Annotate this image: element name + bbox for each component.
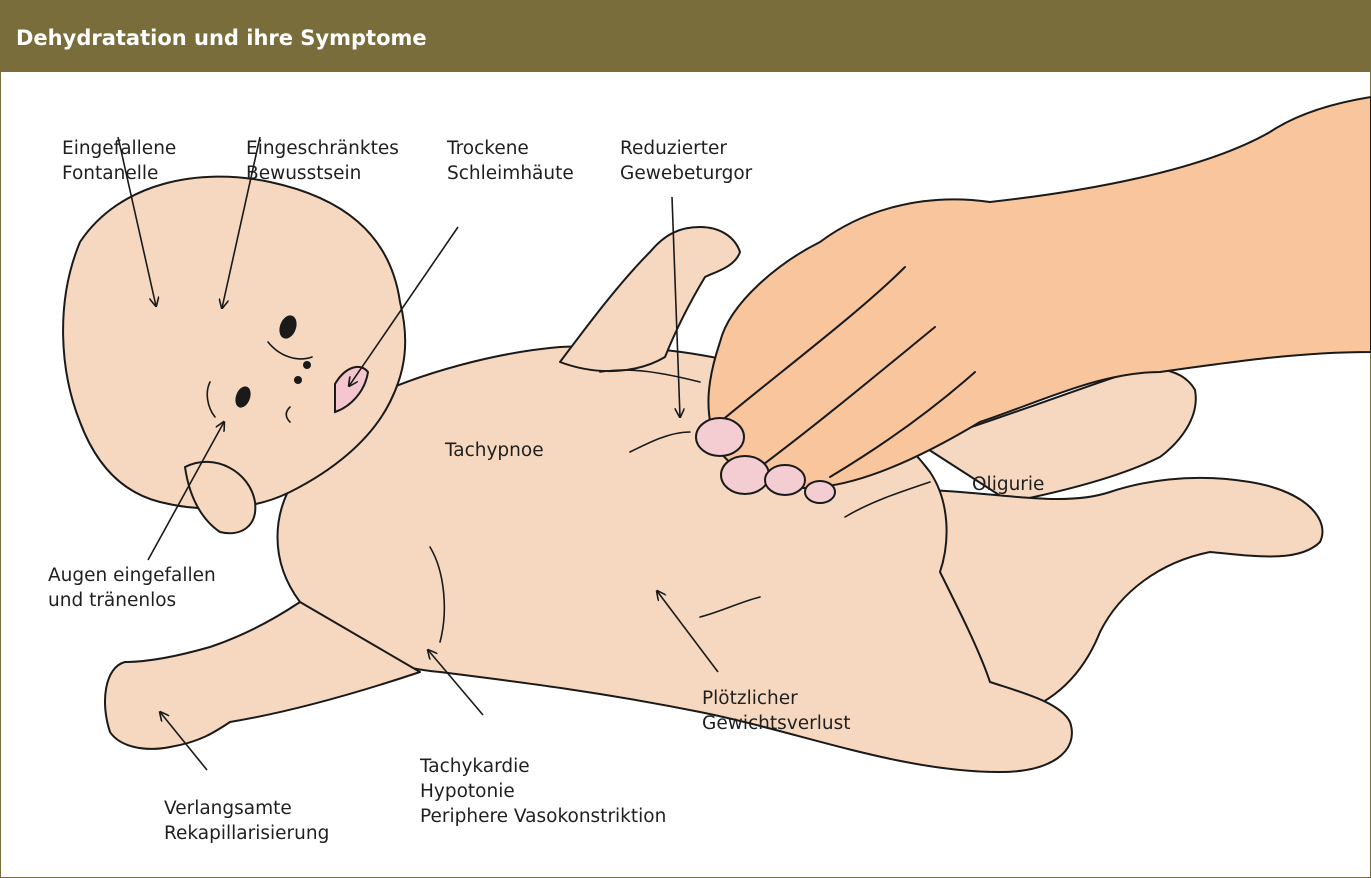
figure-header: Dehydratation und ihre Symptome xyxy=(0,0,1371,72)
figure-title: Dehydratation und ihre Symptome xyxy=(16,26,427,50)
fingernail-3 xyxy=(765,465,805,495)
label-eyes: Augen eingefallen und tränenlos xyxy=(48,563,216,613)
fingernail-2 xyxy=(721,456,769,494)
fingernail-1 xyxy=(696,418,744,456)
label-tachypnoe: Tachypnoe xyxy=(445,438,544,463)
fingernail-4 xyxy=(805,481,835,503)
baby-arm-upper xyxy=(560,227,740,371)
label-circulation: Tachykardie Hypotonie Periphere Vasokons… xyxy=(420,754,666,829)
nostril-2 xyxy=(295,377,301,383)
label-consciousness: Eingeschränktes Bewusstsein xyxy=(246,136,399,186)
label-turgor: Reduzierter Gewebeturgor xyxy=(620,136,752,186)
label-oliguria: Oligurie xyxy=(972,472,1044,497)
label-mucosa: Trockene Schleimhäute xyxy=(447,136,574,186)
label-weight: Plötzlicher Gewichtsverlust xyxy=(702,686,850,736)
label-fontanelle: Eingefallene Fontanelle xyxy=(62,136,176,186)
label-recapillarization: Verlangsamte Rekapillarisierung xyxy=(164,796,329,846)
dehydration-illustration xyxy=(0,72,1371,878)
nostril-1 xyxy=(304,362,310,368)
